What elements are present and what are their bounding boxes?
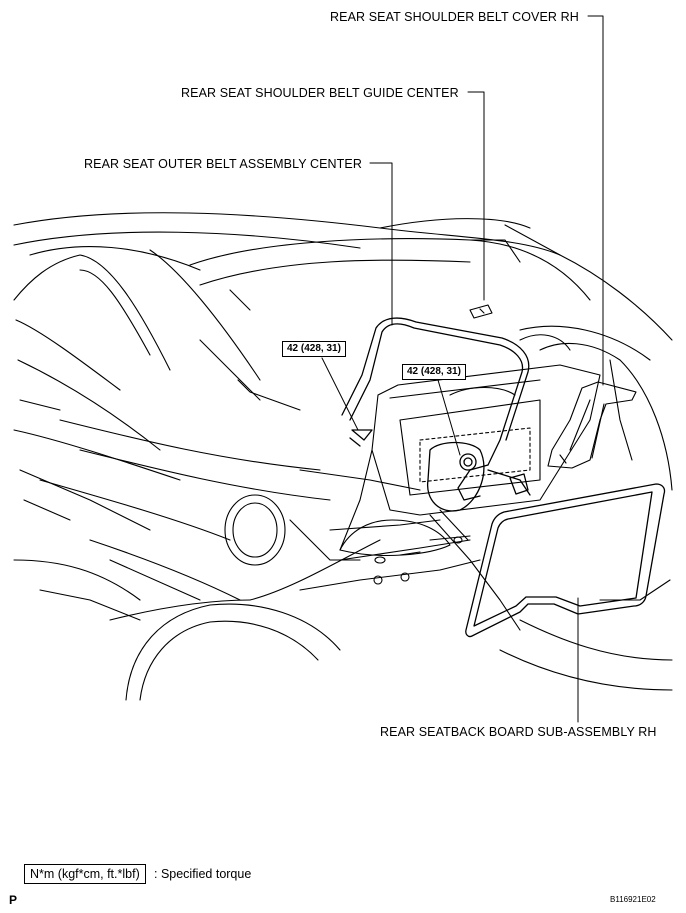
- car-body-upper: [14, 213, 672, 340]
- rear-seatback: [340, 335, 600, 556]
- leader-torque-left: [322, 358, 358, 430]
- bracket-lines: [430, 510, 520, 630]
- seatback-board: [466, 484, 665, 637]
- shoulder-belt-guide: [470, 305, 492, 318]
- wheel-arch: [126, 495, 340, 700]
- label-seatback-board: REAR SEATBACK BOARD SUB-ASSEMBLY RH: [380, 725, 657, 739]
- legend-unit-box: N*m (kgf*cm, ft.*lbf): [24, 864, 146, 884]
- torque-value-right: 42 (428, 31): [402, 364, 466, 380]
- figure-id: B116921E02: [610, 895, 656, 904]
- leader-lines: [322, 16, 603, 722]
- label-shoulder-belt-cover: REAR SEAT SHOULDER BELT COVER RH: [330, 10, 579, 24]
- corner-letter: P: [9, 893, 18, 907]
- left-door-window: [14, 250, 300, 600]
- leader-belt-cover: [588, 16, 603, 385]
- leader-outer-belt: [370, 163, 392, 325]
- floor-structure: [40, 420, 480, 620]
- right-quarter-panel: [500, 326, 672, 690]
- legend-description: : Specified torque: [154, 867, 252, 881]
- outer-belt-assembly: [342, 318, 530, 511]
- label-shoulder-belt-guide: REAR SEAT SHOULDER BELT GUIDE CENTER: [181, 86, 459, 100]
- torque-value-left: 42 (428, 31): [282, 341, 346, 357]
- leader-guide-center: [468, 92, 484, 300]
- shoulder-belt-cover: [548, 382, 636, 468]
- label-outer-belt-assembly: REAR SEAT OUTER BELT ASSEMBLY CENTER: [84, 157, 362, 171]
